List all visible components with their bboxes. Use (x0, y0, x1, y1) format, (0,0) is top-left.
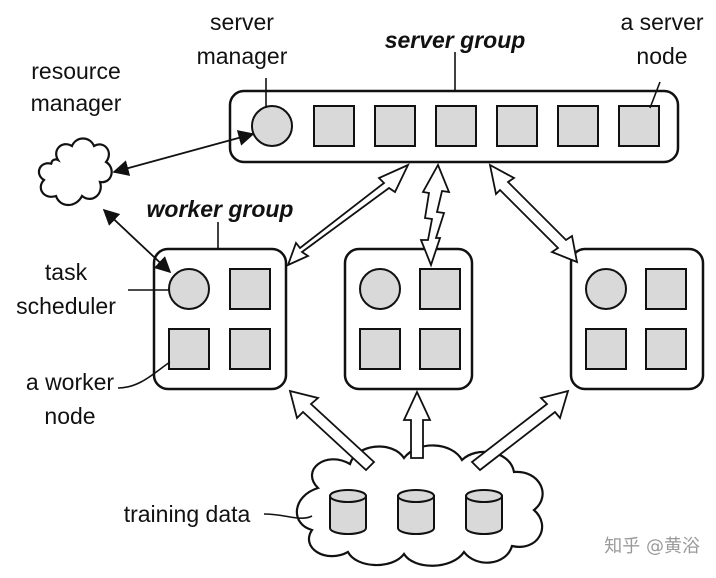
database-icon (397, 489, 435, 535)
server-worker-link-right (488, 163, 579, 264)
label-server-group: server group (385, 27, 526, 53)
label-server-manager-2: manager (197, 43, 288, 69)
label-worker-node-1: a worker (26, 369, 115, 395)
server-node (374, 105, 416, 147)
label-worker-node-2: node (44, 403, 95, 429)
database-icon (329, 489, 367, 535)
server-nodes (313, 105, 660, 147)
worker-node (359, 328, 401, 370)
data-worker-link-middle (402, 389, 432, 459)
label-server-manager-1: server (210, 9, 274, 35)
task-scheduler-node (359, 268, 401, 310)
worker-node (229, 268, 271, 310)
rm-to-server-manager-arrow (112, 130, 255, 176)
worker-node (419, 328, 461, 370)
resource-manager-cloud (37, 137, 113, 207)
leader-training-data (263, 513, 313, 520)
worker-group-middle (343, 247, 474, 391)
worker-node (645, 268, 687, 310)
server-manager-node (251, 105, 293, 147)
label-task-scheduler-2: scheduler (16, 293, 116, 319)
worker-node (419, 268, 461, 310)
data-worker-links (288, 389, 570, 472)
data-worker-link-left (288, 389, 376, 472)
server-node (313, 105, 355, 147)
leader-worker-node (117, 361, 171, 389)
server-worker-link-middle (419, 162, 451, 268)
rm-to-task-scheduler-arrow (102, 208, 172, 274)
server-node (496, 105, 538, 147)
database-icon (465, 489, 503, 535)
server-worker-links (286, 162, 579, 268)
worker-node (229, 328, 271, 370)
label-resource-manager-2: manager (31, 90, 122, 116)
label-server-node-1: a server (620, 9, 703, 35)
server-node (618, 105, 660, 147)
task-scheduler-node (585, 268, 627, 310)
worker-node (168, 328, 210, 370)
label-server-node-2: node (636, 43, 687, 69)
server-worker-link-left (286, 163, 410, 267)
label-worker-group: worker group (147, 196, 294, 222)
worker-node (645, 328, 687, 370)
server-node (557, 105, 599, 147)
data-worker-link-right (470, 389, 570, 472)
worker-node (585, 328, 627, 370)
worker-group-left (152, 247, 288, 391)
label-resource-manager-1: resource (31, 58, 120, 84)
watermark: 知乎 @黄浴 (604, 536, 700, 557)
leader-server-node (649, 81, 661, 109)
datasets (329, 489, 503, 535)
server-node (435, 105, 477, 147)
label-task-scheduler-1: task (45, 259, 88, 285)
worker-group-right (569, 247, 705, 391)
label-training-data: training data (124, 501, 251, 527)
task-scheduler-node (168, 268, 210, 310)
